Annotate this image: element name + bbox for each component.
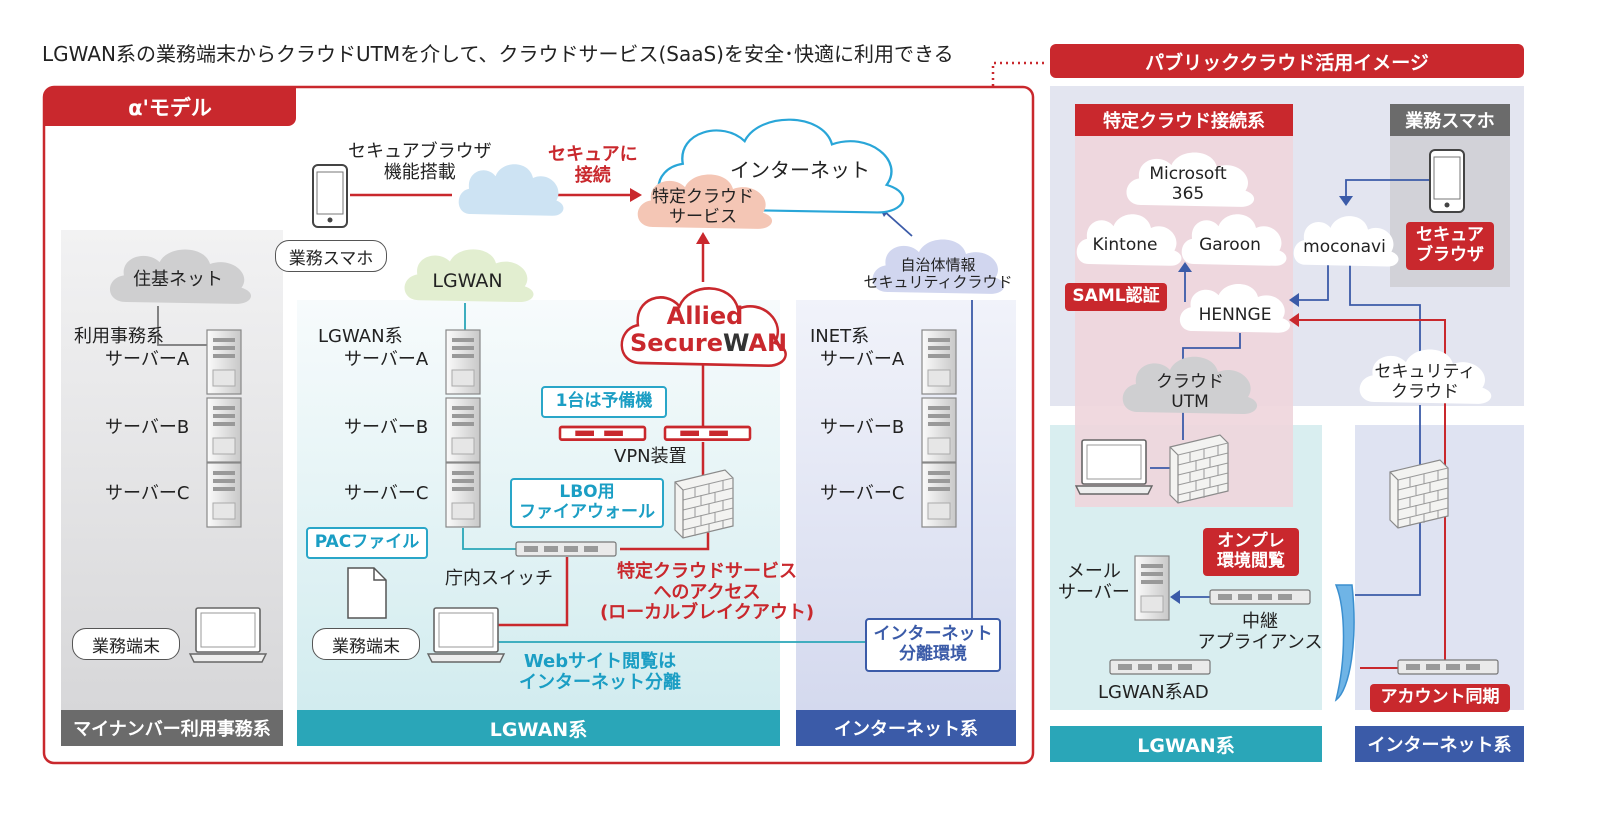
vpn-device-spare	[558, 425, 647, 441]
lgwan-server-a: サーバーA	[344, 349, 429, 370]
mynumber-terminal-label: 業務端末	[72, 628, 180, 660]
zone-mynumber-label: マイナンバー利用事務系	[61, 710, 283, 746]
garoon-label: Garoon	[1199, 235, 1261, 256]
dotted-connector	[991, 61, 1048, 86]
mynumber-server-c: サーバーC	[105, 483, 190, 504]
specific-cloud-label: 特定クラウド サービス	[652, 187, 754, 227]
lgwan-server-group-label: LGWAN系	[318, 326, 403, 347]
alpha-smartphone-label: 業務スマホ	[275, 240, 387, 272]
lbo-firewall-callout: LBO用 ファイアウォール	[510, 478, 664, 528]
server-inet-a	[921, 329, 957, 395]
lgwan-ad-label: LGWAN系AD	[1098, 682, 1209, 703]
jukinet-label: 住基ネット	[133, 268, 223, 290]
laptop-lgwan	[427, 607, 505, 663]
allied-secure-text: Secure	[630, 329, 723, 357]
server-mynumber-c	[206, 462, 242, 528]
lgwan-server-b: サーバーB	[344, 417, 429, 438]
public-cloud-title: パブリッククラウド活用イメージ	[1050, 44, 1524, 78]
jichitai-cloud-label: 自治体情報 セキュリティクラウド	[863, 255, 1013, 291]
server-inet-b	[921, 397, 957, 463]
connection-lines	[157, 188, 973, 643]
public-smartphone-title: 業務スマホ	[1390, 104, 1510, 136]
firewall-utm	[1169, 434, 1229, 504]
allied-w-text: W	[723, 329, 749, 357]
lgwan-cloud-label: LGWAN	[432, 270, 503, 293]
laptop-public	[1075, 439, 1153, 495]
hennge-label: HENNGE	[1198, 305, 1272, 326]
public-lgwan-zone-label: LGWAN系	[1050, 726, 1322, 762]
internal-switch-label: 庁内スイッチ	[445, 568, 553, 589]
saml-auth-tag: SAML認証	[1065, 283, 1167, 311]
pac-file-callout: PACファイル	[306, 527, 428, 559]
pac-file-icon	[347, 567, 387, 619]
inet-server-group-label: INET系	[810, 326, 870, 347]
sync-device	[1397, 659, 1499, 675]
mynumber-server-a: サーバーA	[105, 349, 190, 370]
security-cloud-label: セキュリティ クラウド	[1374, 362, 1476, 402]
phone-public	[1429, 149, 1465, 213]
zone-internet-label: インターネット系	[796, 710, 1016, 746]
inet-server-c: サーバーC	[820, 483, 905, 504]
secure-browser-tag: セキュア ブラウザ	[1406, 222, 1494, 270]
firewall-security	[1389, 459, 1449, 529]
server-mynumber-b	[206, 397, 242, 463]
inet-server-b: サーバーB	[820, 417, 905, 438]
relay-appliance	[1209, 589, 1311, 605]
vpn-device-label: VPN装置	[614, 446, 687, 467]
phone-alpha	[312, 164, 348, 228]
server-lgwan-c	[445, 462, 481, 528]
relay-appliance-label: 中継 アプライアンス	[1197, 611, 1323, 653]
mynumber-server-group-label: 利用事務系	[74, 326, 164, 347]
server-lgwan-b	[445, 397, 481, 463]
allied-logo-line2: SecureWAN	[630, 329, 788, 358]
separation-env-callout: インターネット 分離環境	[865, 618, 1001, 672]
firewall-lbo	[674, 469, 734, 539]
server-inet-c	[921, 462, 957, 528]
account-sync-tag: アカウント同期	[1370, 684, 1510, 712]
lgwan-ad-device	[1109, 659, 1211, 675]
zone-lgwan-label: LGWAN系	[297, 710, 780, 746]
allied-logo-line1: Allied	[666, 302, 744, 330]
specific-cloud-title: 特定クラウド接続系	[1075, 104, 1293, 136]
internet-cloud-label: インターネット	[730, 157, 870, 182]
spare-device-callout: 1台は予備機	[541, 386, 667, 418]
vpn-device-main	[663, 425, 752, 441]
secure-browser-label: セキュアブラウザ 機能搭載	[348, 141, 492, 183]
public-internet-zone-label: インターネット系	[1355, 726, 1524, 762]
switch-internal	[515, 541, 617, 557]
lgwan-terminal-label: 業務端末	[312, 628, 420, 660]
inet-server-a: サーバーA	[820, 349, 905, 370]
secure-connect-label: セキュアに 接続	[548, 144, 638, 186]
local-breakout-label: 特定クラウドサービス へのアクセス (ローカルブレイクアウト)	[599, 561, 815, 624]
cloud-utm-label: クラウド UTM	[1156, 372, 1224, 412]
web-browse-label: Webサイト閲覧は インターネット分離	[519, 651, 681, 693]
onprem-view-tag: オンプレ 環境閲覧	[1203, 528, 1299, 576]
moconavi-label: moconavi	[1303, 237, 1386, 258]
server-mynumber-a	[206, 329, 242, 395]
ms365-label: Microsoft 365	[1149, 164, 1227, 204]
alpha-model-title: α'モデル	[44, 88, 296, 126]
header-caption: LGWAN系の業務端末からクラウドUTMを介して、クラウドサービス(SaaS)を…	[42, 42, 954, 66]
mynumber-server-b: サーバーB	[105, 417, 190, 438]
laptop-mynumber	[189, 607, 267, 663]
lgwan-server-c: サーバーC	[344, 483, 429, 504]
kintone-label: Kintone	[1092, 235, 1158, 256]
mail-server-label: メール サーバー	[1058, 561, 1130, 603]
server-lgwan-a	[445, 329, 481, 395]
server-mail	[1134, 555, 1170, 621]
gateway-lens	[1334, 584, 1355, 702]
allied-an-text: AN	[748, 329, 788, 357]
